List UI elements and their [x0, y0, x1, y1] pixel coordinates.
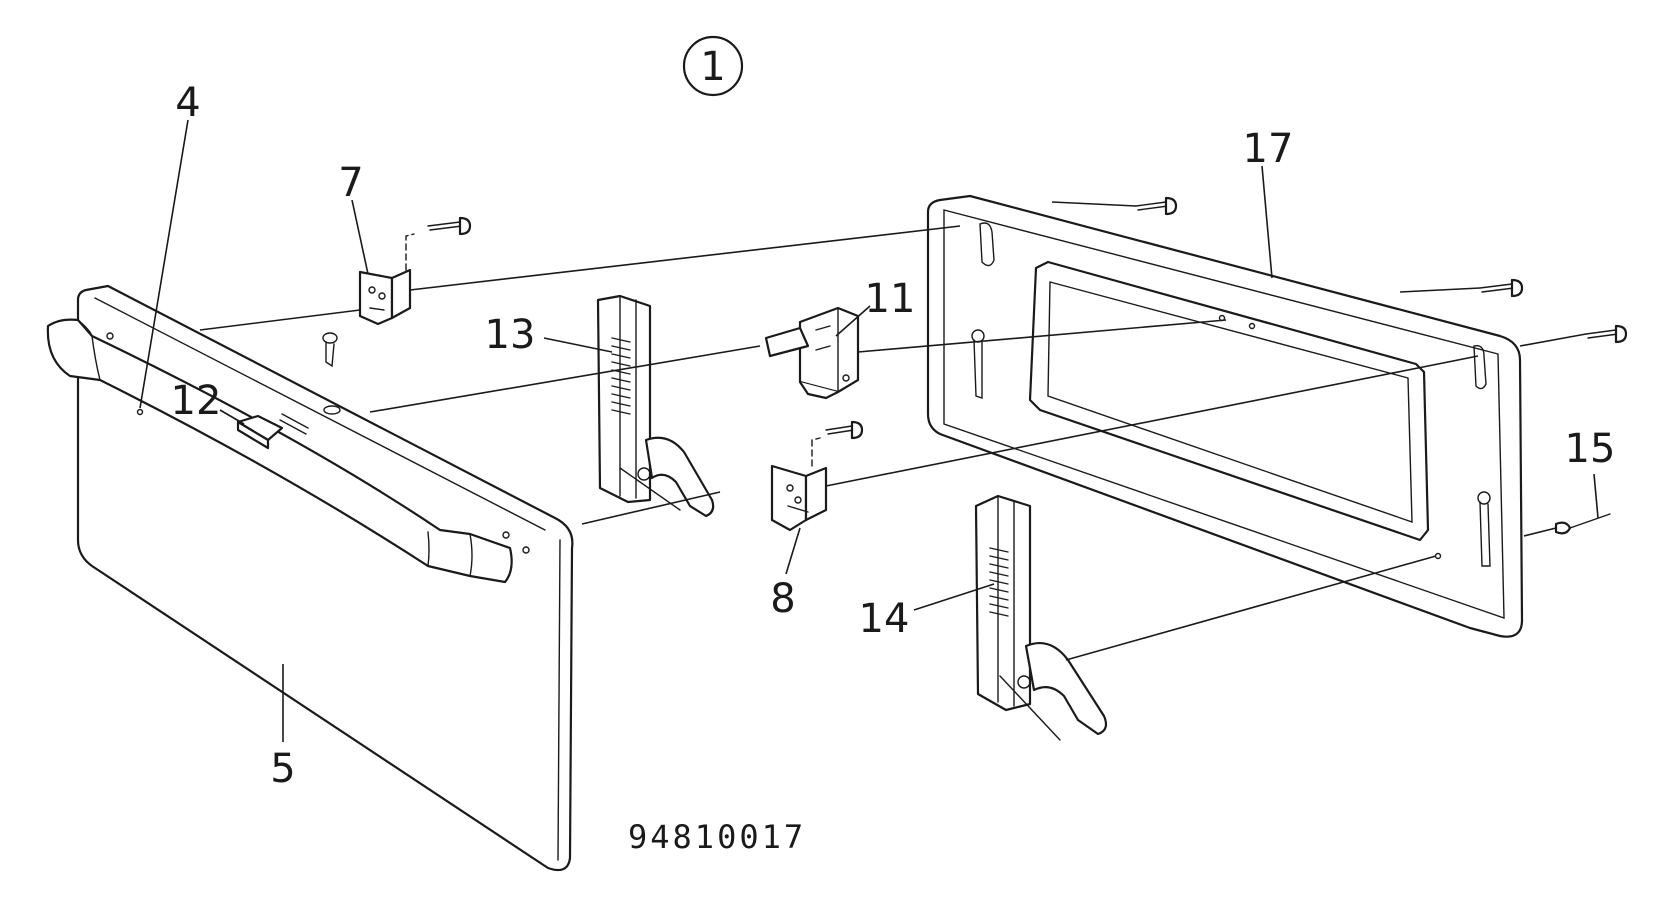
part-11-bracket — [764, 306, 860, 400]
callout-5: 5 — [270, 746, 295, 792]
part-7-bracket — [358, 216, 472, 326]
view-number: 1 — [700, 44, 725, 90]
callout-17: 17 — [1243, 126, 1294, 172]
part-8-bracket — [770, 420, 864, 532]
outer-door-panel — [46, 284, 574, 872]
callout-7: 7 — [338, 160, 363, 206]
callout-labels: 4 5 7 8 11 12 13 14 15 17 — [171, 80, 1616, 792]
assembly-guide-lines — [199, 201, 1587, 661]
callout-8: 8 — [770, 576, 795, 622]
callout-11: 11 — [865, 276, 916, 322]
drawing-code: 94810017 — [628, 818, 806, 856]
part-15-pin — [1554, 513, 1611, 535]
part-13-hinge — [596, 294, 715, 518]
frame-screws — [1135, 196, 1628, 344]
inner-door-frame — [926, 194, 1524, 638]
callout-15: 15 — [1565, 426, 1616, 472]
part-14-hinge — [974, 494, 1108, 741]
view-number-badge: 1 — [682, 35, 744, 97]
screw-panel-top — [322, 332, 338, 368]
part-12-button — [236, 414, 284, 450]
callout-12: 12 — [171, 378, 222, 424]
callout-14: 14 — [859, 596, 910, 642]
callout-leaders — [139, 119, 1599, 742]
callout-13: 13 — [485, 312, 536, 358]
callout-4: 4 — [175, 80, 200, 126]
